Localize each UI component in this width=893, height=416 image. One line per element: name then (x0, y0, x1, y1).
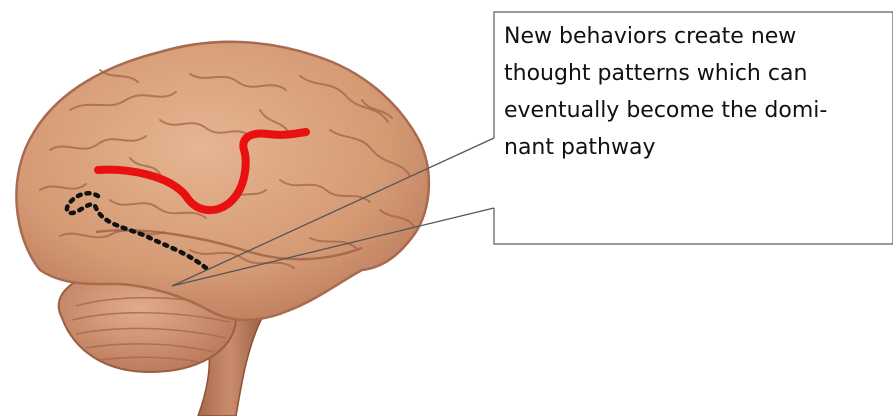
cerebrum (16, 42, 428, 320)
callout-text: New behaviors create new thought pattern… (504, 18, 884, 166)
